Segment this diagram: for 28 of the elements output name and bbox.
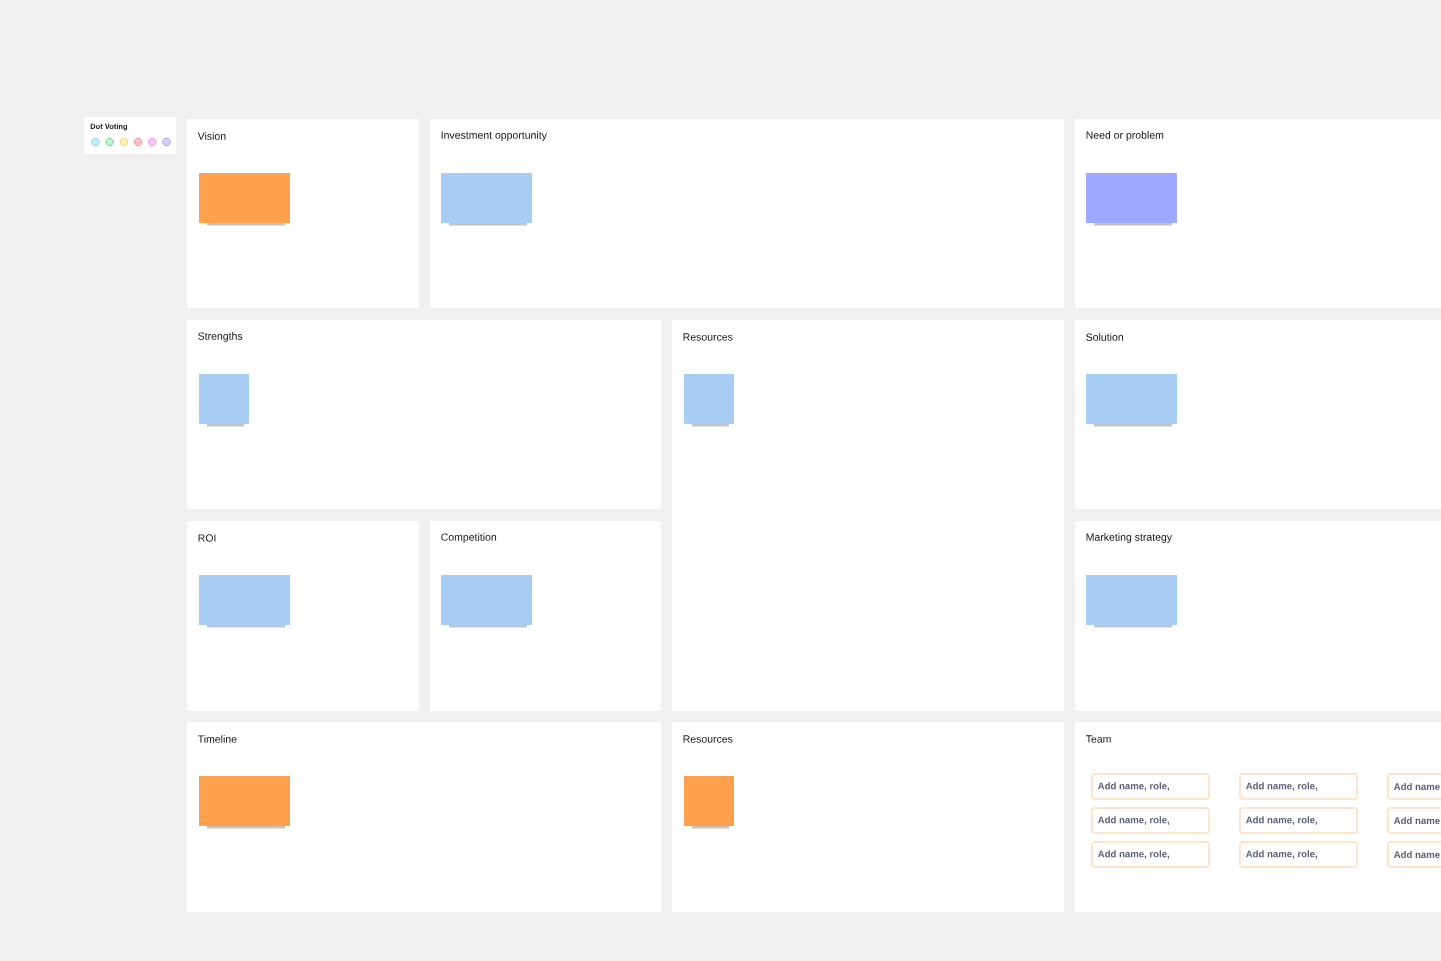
sticky-note xyxy=(1086,575,1177,628)
board-panel: Investment opportunity xyxy=(430,119,1064,308)
board-panel: Need or problem xyxy=(1075,119,1441,308)
input-field: Add name, role, xyxy=(1239,773,1358,800)
sticky-note xyxy=(684,374,734,427)
sticky-note xyxy=(199,575,290,628)
input-field: Add name, role, xyxy=(1239,841,1358,868)
sticky-note xyxy=(1086,173,1177,226)
sticky-note xyxy=(441,173,532,226)
input-field: Add name xyxy=(1387,841,1441,868)
sticky-note xyxy=(441,575,532,628)
board-panel: Resources xyxy=(672,320,1064,711)
board-panel: Strengths xyxy=(187,320,661,509)
input-field: Add name, role, xyxy=(1091,773,1210,800)
board-panel: Timeline xyxy=(187,722,661,912)
board-panel: Resources xyxy=(672,722,1064,912)
input-field: Add name xyxy=(1387,773,1441,800)
sticky-note xyxy=(1086,374,1177,427)
board-panel: Solution xyxy=(1075,320,1441,509)
input-field: Add name, role, xyxy=(1091,841,1210,868)
board-panel: Marketing strategy xyxy=(1075,521,1441,711)
sticky-note xyxy=(199,173,290,226)
input-field: Add name, role, xyxy=(1239,807,1358,834)
input-field: Add name, role, xyxy=(1091,807,1210,834)
sticky-note xyxy=(684,776,734,829)
input-field: Add name xyxy=(1387,807,1441,834)
sticky-note xyxy=(199,776,290,829)
sticky-note xyxy=(199,374,249,427)
